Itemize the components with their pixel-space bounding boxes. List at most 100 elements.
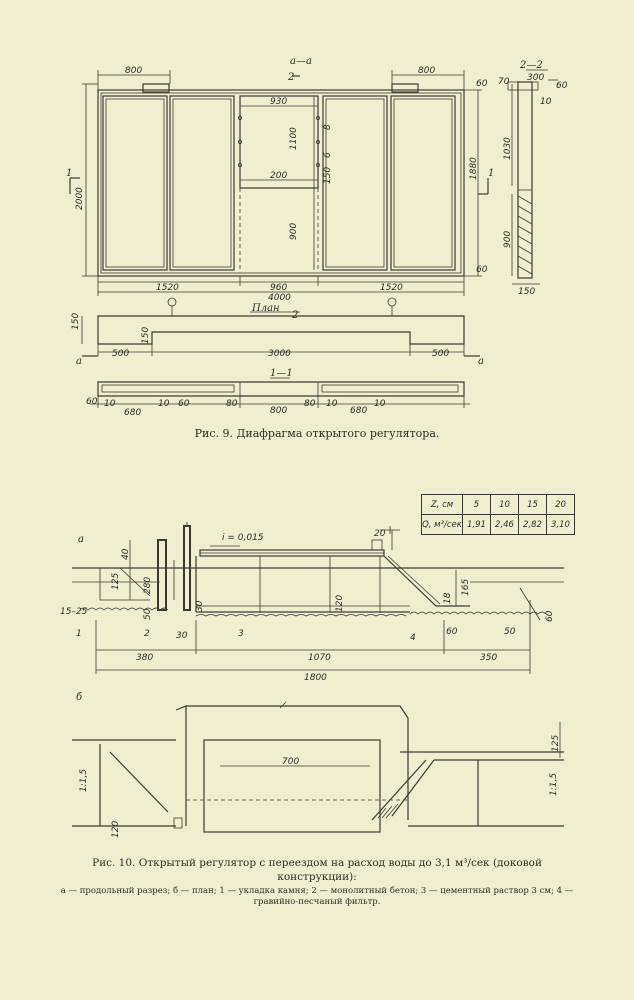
dim-10-60: 60 [446, 627, 458, 637]
label-cut-a-left: а [76, 356, 82, 367]
fig9-side-section [507, 69, 558, 285]
table-cell: 2,46 [490, 514, 519, 535]
label-plan: План [251, 303, 280, 314]
dim-10-120: 120 [335, 595, 345, 612]
dim-plan-700: 700 [282, 757, 299, 767]
dim-side-150: 150 [518, 287, 535, 297]
marker-4: 4 [410, 633, 416, 643]
dim-plan-120: 120 [111, 821, 121, 838]
table-cell: 2,82 [518, 514, 547, 535]
figure10-caption: Рис. 10. Открытый регулятор с переездом … [92, 857, 542, 883]
flow-table: Z, см 5 10 15 20 Q, м³/сек 1,91 2,46 2,8… [421, 494, 575, 535]
dim-10-60b: 60 [545, 610, 555, 622]
plan-chamber [203, 739, 381, 833]
dim-1520-left: 1520 [156, 283, 179, 293]
dim-plan-150b: 150 [141, 327, 151, 344]
outlet-slope [383, 555, 470, 607]
marker-2: 2 [144, 629, 150, 639]
dim-s11-10a: 10 [104, 399, 116, 409]
dim-s11-80b: 80 [304, 399, 316, 409]
dim-side-70: 70 [498, 77, 510, 87]
dim-930: 930 [270, 97, 287, 107]
dim-2000: 2000 [75, 187, 85, 210]
dim-side-300: 300 [527, 73, 544, 83]
flow-table-row-q: Q, м³/сек 1,91 2,46 2,82 3,10 [421, 514, 575, 535]
table-cell: 10 [490, 494, 519, 515]
dim-10-15-25: 15–25 [60, 607, 88, 617]
dim-10-1800: 1800 [304, 673, 327, 683]
frame-left-1 [102, 95, 168, 271]
dim-10-350: 350 [480, 653, 497, 663]
marker-3: 3 [238, 629, 244, 639]
label-cut-2-top: 2 [287, 72, 294, 83]
flow-table-row-z: Z, см 5 10 15 20 [421, 494, 575, 515]
dim-150: 150 [323, 167, 333, 184]
dim-960: 960 [270, 283, 287, 293]
label-cut-2-plan: 2 [291, 310, 298, 321]
label-part-a: а [78, 534, 84, 545]
frame-left-2 [169, 95, 235, 271]
table-cell: 20 [546, 494, 575, 515]
dim-s11-80a: 80 [226, 399, 238, 409]
label-section-22: 2—2 [519, 60, 543, 71]
dim-60-top: 60 [476, 79, 488, 89]
marker-1: 1 [76, 629, 82, 639]
dim-1520-right: 1520 [380, 283, 403, 293]
figure9-caption: Рис. 9. Диафрагма открытого регулятора. [194, 427, 440, 440]
dim-10-20: 20 [374, 529, 386, 539]
dim-plan-500-right: 500 [432, 349, 449, 359]
dim-s11-10c: 10 [326, 399, 338, 409]
plan-left-wall [175, 705, 187, 826]
dim-10-50b: 50 [504, 627, 516, 637]
dim-10-125: 125 [111, 573, 121, 590]
dim-10-40: 40 [121, 548, 131, 560]
dim-plan-150: 150 [71, 313, 81, 330]
plan-right-wing [371, 759, 564, 826]
dim-s11-680-right: 680 [350, 406, 367, 416]
label-slope: i = 0,015 [222, 533, 264, 543]
table-cell: 1,91 [462, 514, 491, 535]
dim-800-right: 800 [418, 66, 435, 76]
dim-plan-125: 125 [551, 735, 561, 752]
dim-plan-500-left: 500 [112, 349, 129, 359]
dim-8: 8 [323, 124, 333, 130]
fig10-labels: а i = 0,015 20 40 125 280 50 30 30 120 1… [60, 529, 561, 838]
dim-plan-3000: 3000 [268, 349, 291, 359]
dim-4000: 4000 [268, 293, 291, 303]
diaphragm-outline [97, 89, 465, 277]
label-section-aa: а—а [290, 56, 312, 67]
dim-s11-60b: 60 [178, 399, 190, 409]
dim-s11-60: 60 [86, 397, 98, 407]
dim-10-30b: 30 [176, 631, 188, 641]
dim-side-10: 10 [540, 97, 552, 107]
dim-200: 200 [270, 171, 287, 181]
fig9-section11 [90, 377, 470, 408]
dim-side-900: 900 [503, 231, 513, 248]
table-cell: 3,10 [546, 514, 575, 535]
dim-plan-slope-left: 1:1,5 [79, 769, 89, 792]
section11-outline [97, 381, 465, 397]
label-cut-1-left: 1 [66, 168, 72, 179]
label-part-b: б [76, 692, 83, 703]
table-cell: 5 [462, 494, 491, 515]
side-section-body [517, 81, 533, 279]
frame-right-2 [390, 95, 456, 271]
label-cut-1-right: 1 [488, 168, 494, 179]
table-cell: 15 [518, 494, 547, 515]
dim-10-18: 18 [443, 592, 453, 604]
dim-60-bottom: 60 [476, 265, 488, 275]
dim-plan-slope-right: 1:1,5 [549, 773, 559, 796]
dim-s11-10d: 10 [374, 399, 386, 409]
plan-left-wing [72, 744, 176, 827]
dim-s11-680-left: 680 [124, 408, 141, 418]
dim-6: 6 [323, 152, 333, 158]
dim-900: 900 [289, 223, 299, 240]
dim-s11-10b: 10 [158, 399, 170, 409]
dim-1100: 1100 [289, 127, 299, 150]
dim-10-1070: 1070 [308, 653, 331, 663]
dim-10-380: 380 [136, 653, 153, 663]
dim-s11-800: 800 [270, 406, 287, 416]
dim-10-165: 165 [461, 579, 471, 596]
label-section-11: 1—1 [270, 368, 293, 379]
